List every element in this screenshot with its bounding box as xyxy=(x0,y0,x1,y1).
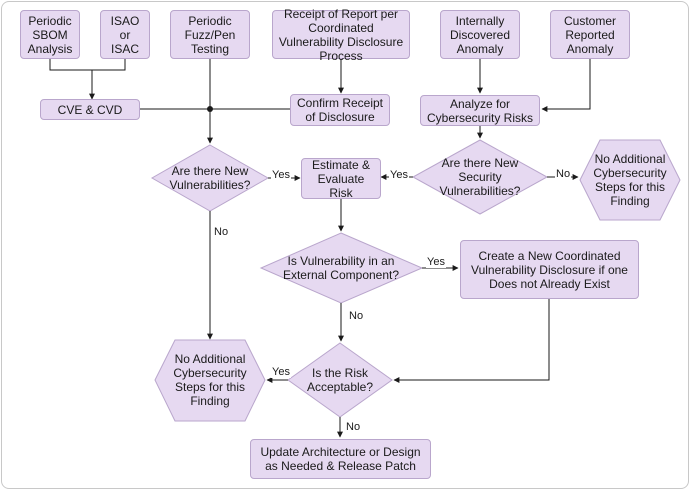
node-estimate-evaluate-risk: Estimate & Evaluate Risk xyxy=(301,158,381,200)
label-new-vuln-no: No xyxy=(213,226,230,238)
decision-new-security-vulnerabilities: Are there New Security Vulnerabilities? xyxy=(439,156,521,198)
node-analyze-cybersecurity-risks: Analyze for Cybersecurity Risks xyxy=(420,95,540,126)
new-sec-vuln-diamond xyxy=(411,139,549,215)
decision-risk-acceptable: Is the Risk Acceptable? xyxy=(306,366,374,394)
node-isao-or-isac: ISAO or ISAC xyxy=(100,10,150,59)
no-additional-hexagon-1 xyxy=(579,139,681,221)
terminal-no-additional-steps-2: No Additional Cybersecurity Steps for th… xyxy=(173,352,247,408)
terminal-no-additional-steps-1: No Additional Cybersecurity Steps for th… xyxy=(593,152,667,208)
node-update-architecture-release-patch: Update Architecture or Design as Needed … xyxy=(250,439,431,479)
node-create-new-cvd: Create a New Coordinated Vulnerability D… xyxy=(460,240,639,299)
label-new-vuln-yes: Yes xyxy=(271,169,291,181)
node-receipt-of-report: Receipt of Report per Coordinated Vulner… xyxy=(272,7,410,63)
edge-sbom-merge xyxy=(49,59,92,71)
junction-dot xyxy=(207,106,213,112)
node-confirm-receipt: Confirm Receipt of Disclosure xyxy=(290,94,390,126)
label-new-sec-no: No xyxy=(555,168,572,180)
decision-external-component: Is Vulnerability in an External Componen… xyxy=(282,254,400,282)
no-additional-hexagon-2 xyxy=(154,339,266,422)
label-external-no: No xyxy=(348,310,365,322)
node-periodic-sbom-analysis: Periodic SBOM Analysis xyxy=(20,10,80,59)
edge-create-cvd-to-acceptable xyxy=(393,299,550,383)
edge-customer-to-analyze xyxy=(541,59,591,112)
node-periodic-fuzz-pen-testing: Periodic Fuzz/Pen Testing xyxy=(170,10,250,59)
label-acceptable-yes: Yes xyxy=(271,366,291,378)
label-new-sec-yes: Yes xyxy=(389,169,409,181)
node-cve-and-cvd: CVE & CVD xyxy=(40,99,140,120)
node-customer-reported-anomaly: Customer Reported Anomaly xyxy=(550,10,630,59)
decision-new-vulnerabilities: Are there New Vulnerabilities? xyxy=(169,164,251,192)
label-acceptable-no: No xyxy=(345,421,362,433)
node-internally-discovered-anomaly: Internally Discovered Anomaly xyxy=(440,10,520,59)
label-external-yes: Yes xyxy=(426,256,446,268)
edge-isao-merge xyxy=(92,59,126,71)
